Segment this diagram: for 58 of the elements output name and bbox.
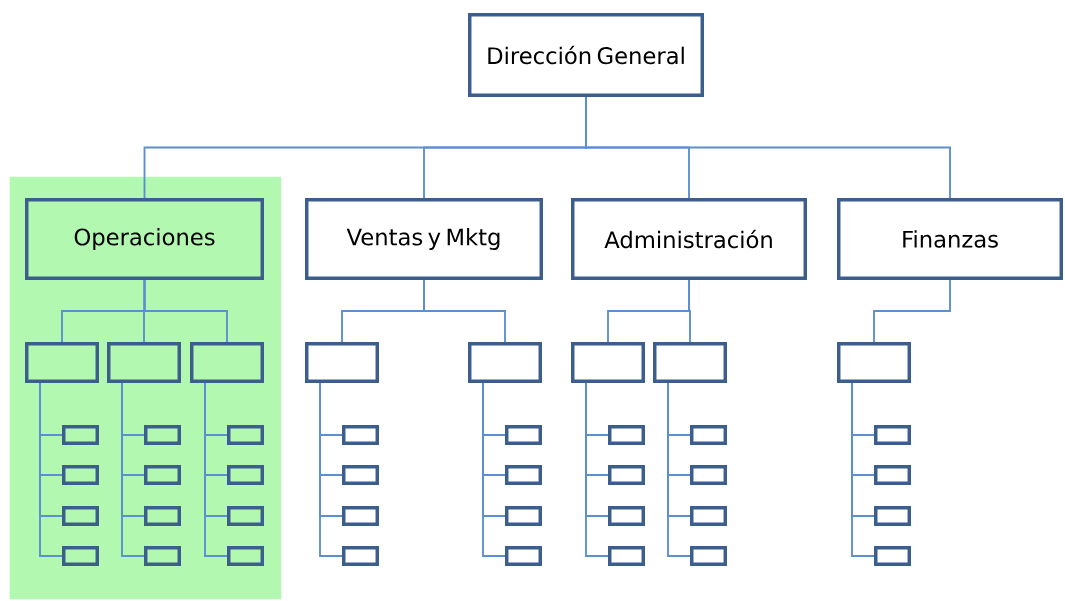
org-box: [608, 506, 645, 526]
org-box: Ventas y Mktg: [305, 198, 543, 280]
org-box: [690, 465, 727, 485]
connector-line: [585, 96, 951, 199]
org-box: [608, 465, 645, 485]
connector-line: [688, 279, 691, 343]
org-box: [62, 546, 99, 566]
org-box: [874, 465, 911, 485]
org-box: [342, 506, 379, 526]
org-box: [227, 425, 264, 445]
org-box: [505, 465, 542, 485]
org-box: [62, 425, 99, 445]
connector-line: [585, 382, 609, 557]
org-box: [107, 342, 181, 383]
org-box: [653, 342, 727, 383]
org-box: [62, 506, 99, 526]
org-box: [190, 342, 264, 383]
org-box: [25, 342, 99, 383]
org-box: [505, 425, 542, 445]
org-box: [342, 465, 379, 485]
org-box: [144, 506, 181, 526]
connector-line: [319, 382, 343, 557]
org-box: [144, 425, 181, 445]
org-box: Operaciones: [25, 198, 264, 280]
org-box: [144, 465, 181, 485]
org-box: [690, 506, 727, 526]
org-box: [62, 465, 99, 485]
org-box: [227, 506, 264, 526]
org-box: [505, 546, 542, 566]
org-box: [227, 465, 264, 485]
connector-line: [873, 279, 951, 343]
org-box: [874, 546, 911, 566]
connector-line: [143, 279, 228, 343]
org-box: [144, 546, 181, 566]
org-box: [342, 425, 379, 445]
org-box: [874, 506, 911, 526]
connector-line: [482, 382, 506, 557]
org-box: [690, 425, 727, 445]
org-box: [505, 506, 542, 526]
connector-line: [851, 382, 875, 557]
org-box: [468, 342, 542, 383]
org-box: [690, 546, 727, 566]
org-box: Dirección General: [468, 13, 704, 97]
org-box: [305, 342, 379, 383]
connector-line: [121, 382, 145, 557]
org-box: [342, 546, 379, 566]
connector-line: [204, 382, 228, 557]
org-box: Finanzas: [837, 198, 1063, 280]
org-box: [227, 546, 264, 566]
connector-line: [39, 382, 63, 557]
org-box: [571, 342, 645, 383]
org-box: [874, 425, 911, 445]
connector-line: [667, 382, 691, 557]
connector-line: [423, 279, 506, 343]
org-box: [837, 342, 911, 383]
org-box: [608, 425, 645, 445]
org-box: Administración: [571, 198, 807, 280]
org-box: [608, 546, 645, 566]
